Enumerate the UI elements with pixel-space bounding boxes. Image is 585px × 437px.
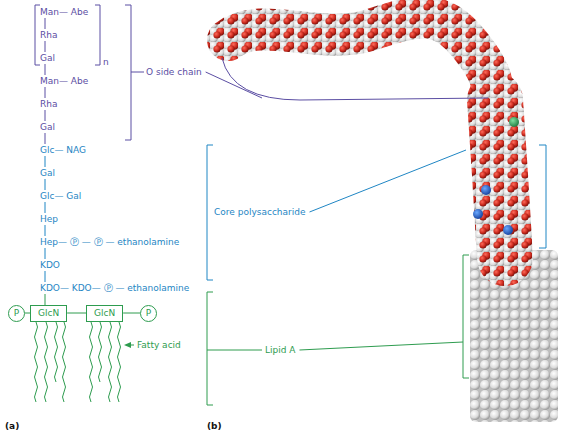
part-label: Fatty acid: [137, 339, 181, 351]
sugar-unit: KDO: [40, 259, 60, 271]
sugar-unit: Gal: [40, 52, 55, 64]
bond-line: [45, 133, 46, 144]
sugar-unit: Rha: [40, 29, 57, 41]
leader-line: [206, 72, 262, 98]
repeat-count: n: [103, 56, 109, 68]
leader-line: [207, 350, 262, 351]
bond-line: [45, 248, 46, 259]
nitrogen-atom: [503, 225, 513, 235]
region-label: Lipid A: [265, 344, 295, 356]
nitrogen-atom: [481, 185, 491, 195]
bond-line: [45, 179, 46, 190]
leader-line: [131, 72, 144, 73]
bond-line: [67, 313, 86, 314]
nitrogen-atom: [473, 209, 483, 219]
o-chain-spheres: [228, 17, 495, 112]
bond-line: [123, 313, 140, 314]
fatty-acid-chain: [35, 322, 38, 402]
phosphate-circle: P: [140, 305, 157, 322]
sugar-box: GlcN: [30, 305, 67, 322]
fatty-acid-chain: [90, 322, 93, 402]
sugar-unit: Rha: [40, 98, 57, 110]
sugar-unit: Gal: [40, 167, 55, 179]
bond-line: [45, 225, 46, 236]
fatty-acid-chain: [55, 322, 58, 382]
sugar-unit: Glc— NAG: [40, 144, 86, 156]
bond-line: [45, 110, 46, 121]
sugar-box: GlcN: [86, 305, 123, 322]
leader-line: [310, 150, 466, 212]
lipid-bracket: [463, 255, 469, 378]
bond-line: [45, 18, 46, 29]
fatty-acid-chains: [35, 322, 121, 402]
panel-label: (a): [5, 420, 19, 432]
phosphorus-atom: [509, 117, 519, 127]
bond-line: [45, 87, 46, 98]
fatty-acid-chain: [99, 322, 102, 382]
space-filling-model: [228, 17, 558, 422]
o-chain-arc: [222, 58, 488, 100]
sugar-unit: Glc— Gal: [40, 190, 81, 202]
phosphate-circle: P: [8, 305, 25, 322]
repeat-bracket: [95, 5, 100, 65]
region-label: Core polysaccharide: [214, 206, 306, 218]
core-bracket: [207, 145, 213, 280]
fatty-acid-chain: [118, 322, 121, 402]
fatty-acid-chain: [63, 322, 66, 402]
sugar-unit: Gal: [40, 121, 55, 133]
bond-line: [45, 64, 46, 75]
sugar-unit: KDO— KDO— Ⓟ — ethanolamine: [40, 282, 189, 294]
sugar-unit: Hep: [40, 213, 58, 225]
bond-line: [45, 202, 46, 213]
bond-line: [45, 41, 46, 52]
repeat-bracket: [35, 5, 40, 65]
sugar-unit: Hep— Ⓟ — Ⓟ — ethanolamine: [40, 236, 179, 248]
core-bracket: [539, 145, 546, 248]
fatty-acid-chain: [45, 322, 48, 402]
lipid-bracket: [207, 292, 213, 405]
phosphate-text: P: [14, 308, 19, 319]
sugar-name: GlcN: [94, 308, 115, 318]
o-chain-bracket: [125, 5, 131, 140]
bond-line: [45, 156, 46, 167]
sugar-unit: Man— Abe: [40, 6, 88, 18]
region-label: O side chain: [146, 66, 202, 78]
bond-line: [45, 271, 46, 282]
fatty-acid-chain: [109, 322, 112, 402]
panel-label: (b): [207, 420, 222, 432]
leader-line: [299, 342, 463, 350]
arrow-head: [124, 342, 131, 348]
sugar-unit: Man— Abe: [40, 75, 88, 87]
phosphate-text: P: [146, 308, 151, 319]
sugar-name: GlcN: [38, 308, 59, 318]
